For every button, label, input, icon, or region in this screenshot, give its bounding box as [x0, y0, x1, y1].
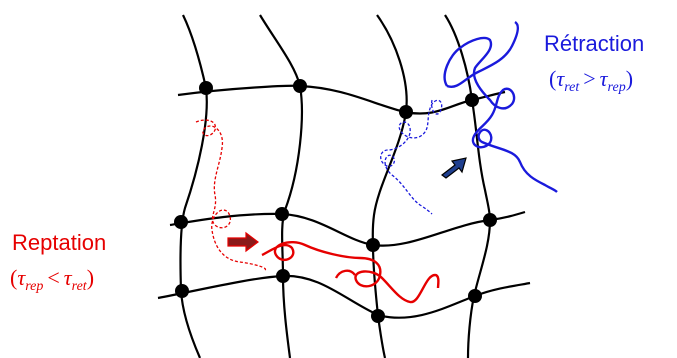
network-strand-middle	[169, 210, 526, 247]
subscript-rep: rep	[608, 80, 626, 95]
less-than-sign: <	[47, 265, 59, 290]
network-strand-right	[444, 14, 492, 358]
close-paren: )	[626, 66, 633, 91]
open-paren: (	[549, 66, 556, 91]
retraction-arrow	[441, 157, 467, 179]
node	[276, 269, 290, 283]
retraction-chain	[380, 20, 558, 215]
reptation-arrow	[227, 231, 259, 253]
retraction-arrow-icon	[441, 157, 467, 179]
reptation-current-chain	[261, 241, 440, 304]
subscript-ret: ret	[564, 80, 580, 95]
entanglement-nodes	[174, 79, 497, 323]
network-strand-center-left	[259, 14, 303, 358]
node	[483, 213, 497, 227]
node	[275, 207, 289, 221]
reptation-chain	[195, 119, 440, 304]
retraction-current-chain	[443, 36, 558, 193]
subscript-rep: rep	[25, 279, 43, 294]
close-paren: )	[87, 265, 94, 290]
network-strand-left	[179, 14, 208, 358]
node	[399, 105, 413, 119]
node	[199, 81, 213, 95]
reptation-previous-conformation	[195, 119, 267, 271]
network-strand-top	[177, 84, 506, 115]
retraction-label: Rétraction (τret>τrep)	[544, 31, 644, 95]
greater-than-sign: >	[583, 66, 595, 91]
retraction-title: Rétraction	[544, 31, 644, 56]
subscript-ret: ret	[72, 279, 88, 294]
tau-symbol: τ	[600, 66, 609, 91]
tau-symbol: τ	[17, 265, 26, 290]
reptation-current-chain-tail	[334, 269, 356, 279]
node	[366, 238, 380, 252]
retraction-previous-conformation	[380, 99, 443, 215]
node	[465, 93, 479, 107]
reptation-relation: (τrep<τret)	[10, 265, 94, 294]
reptation-title: Reptation	[12, 230, 106, 255]
node	[468, 289, 482, 303]
retraction-relation: (τret>τrep)	[549, 66, 633, 95]
reptation-arrow-icon	[227, 231, 259, 253]
network-strand-center-right	[371, 14, 408, 358]
open-paren: (	[10, 265, 17, 290]
node	[174, 215, 188, 229]
tau-symbol: τ	[64, 265, 73, 290]
tau-symbol: τ	[556, 66, 565, 91]
retraction-chain-top	[446, 20, 520, 88]
entanglement-network	[157, 14, 531, 358]
node	[293, 79, 307, 93]
node	[371, 309, 385, 323]
reptation-label: Reptation (τrep<τret)	[10, 230, 106, 294]
node	[175, 284, 189, 298]
